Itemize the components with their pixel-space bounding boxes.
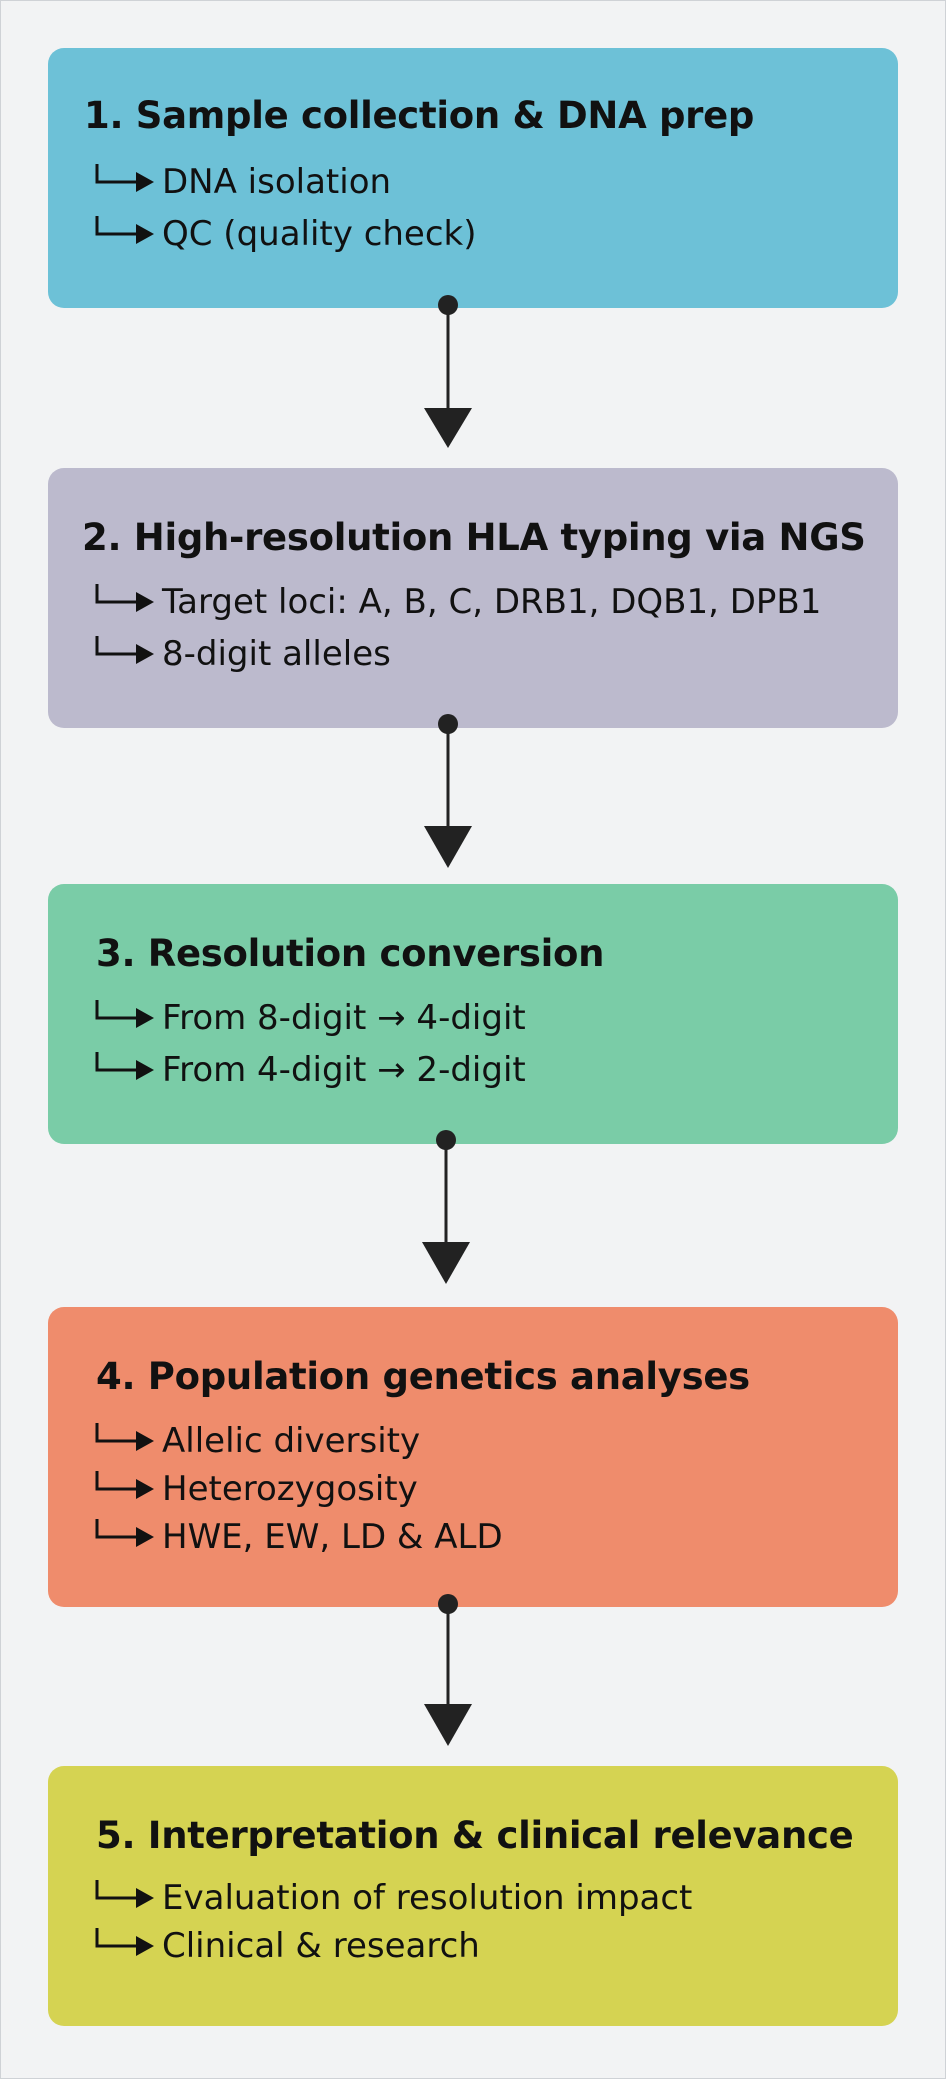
step-4-item-3-label: HWE, EW, LD & ALD: [162, 1517, 503, 1557]
elbow-arrow-icon: [95, 1000, 154, 1028]
step-2-item-2-label: 8-digit alleles: [162, 634, 391, 674]
step-3-item-2: From 4-digit → 2-digit: [92, 1046, 526, 1094]
step-3-title: 3. Resolution conversion: [96, 932, 605, 975]
step-1-item-2-label: QC (quality check): [162, 214, 477, 254]
step-5-item-2: Clinical & research: [92, 1922, 480, 1970]
elbow-arrow-icon: [95, 636, 154, 664]
step-5-box: 5. Interpretation & clinical relevance E…: [48, 1766, 898, 2026]
step-2-item-1-label: Target loci: A, B, C, DRB1, DQB1, DPB1: [162, 582, 822, 622]
step-4-item-2: Heterozygosity: [92, 1465, 418, 1513]
step-4-title: 4. Population genetics analyses: [96, 1355, 750, 1398]
step-5-title: 5. Interpretation & clinical relevance: [96, 1814, 854, 1857]
step-2-item-1: Target loci: A, B, C, DRB1, DQB1, DPB1: [92, 578, 821, 626]
step-4-item-1: Allelic diversity: [92, 1417, 420, 1465]
step-2-title: 2. High-resolution HLA typing via NGS: [82, 516, 866, 559]
step-3-item-1: From 8-digit → 4-digit: [92, 994, 526, 1042]
elbow-arrow-icon: [95, 584, 154, 612]
step-3-item-1-label: From 8-digit → 4-digit: [162, 998, 526, 1038]
step-3-box: 3. Resolution conversion From 8-digit → …: [48, 884, 898, 1144]
elbow-arrow-icon: [95, 1471, 154, 1499]
step-4-item-1-label: Allelic diversity: [162, 1421, 421, 1461]
step-1-item-1: DNA isolation: [92, 158, 391, 206]
elbow-arrow-icon: [95, 216, 154, 244]
step-1-title: 1. Sample collection & DNA prep: [84, 94, 755, 137]
step-2-item-2: 8-digit alleles: [92, 630, 391, 678]
step-1-item-1-label: DNA isolation: [162, 162, 392, 202]
step-5-item-1: Evaluation of resolution impact: [92, 1874, 692, 1922]
step-4-box: 4. Population genetics analyses Allelic …: [48, 1307, 898, 1607]
elbow-arrow-icon: [95, 1519, 154, 1547]
step-1-item-2: QC (quality check): [92, 210, 477, 258]
elbow-arrow-icon: [95, 1928, 154, 1956]
step-1-box: 1. Sample collection & DNA prep DNA isol…: [48, 48, 898, 308]
step-5-item-1-label: Evaluation of resolution impact: [162, 1878, 693, 1918]
step-5-item-2-label: Clinical & research: [162, 1926, 480, 1966]
step-2-box: 2. High-resolution HLA typing via NGS Ta…: [48, 468, 898, 728]
step-4-item-2-label: Heterozygosity: [162, 1469, 418, 1509]
elbow-arrow-icon: [95, 164, 154, 192]
step-4-item-3: HWE, EW, LD & ALD: [92, 1513, 503, 1561]
step-3-item-2-label: From 4-digit → 2-digit: [162, 1050, 526, 1090]
elbow-arrow-icon: [95, 1880, 154, 1908]
elbow-arrow-icon: [95, 1423, 154, 1451]
elbow-arrow-icon: [95, 1052, 154, 1080]
